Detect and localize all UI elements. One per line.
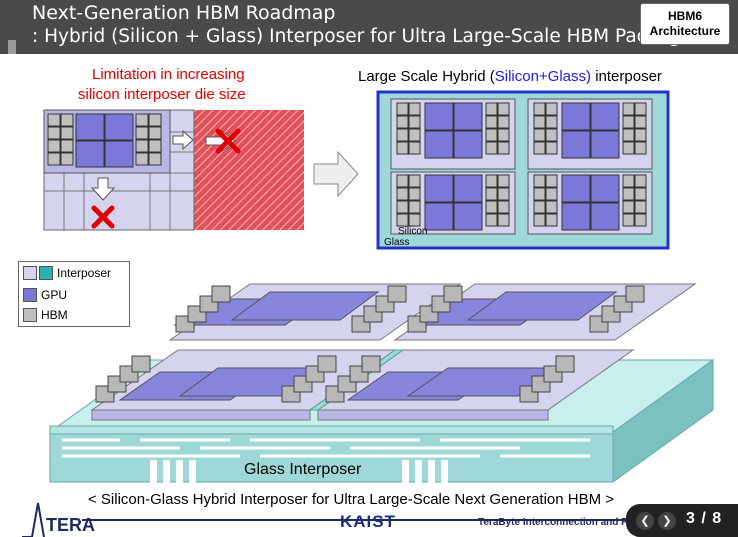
figure-caption: < Silicon-Glass Hybrid Interposer for Ul… — [88, 491, 615, 508]
title-bar: Next-Generation HBM Roadmap : Hybrid (Si… — [0, 0, 738, 54]
hybrid-caption-post: interposer — [591, 68, 662, 85]
badge-line2: Architecture — [649, 24, 721, 38]
transition-arrow — [313, 150, 359, 198]
limitation-caption-2: silicon interposer die size — [78, 86, 246, 103]
hybrid-caption-highlight: Silicon+Glass) — [494, 68, 592, 85]
legend-gpu-label: GPU — [41, 288, 68, 302]
limitation-diagram — [43, 109, 304, 231]
silicon-swatch — [23, 266, 37, 280]
glass-label: Glass — [384, 237, 410, 248]
legend-interposer-label: Interposer — [57, 266, 112, 280]
tera-logo: TERA — [22, 502, 95, 537]
tera-logo-text: TERA — [46, 515, 95, 535]
hybrid-top-view — [376, 90, 670, 250]
slide-navigation: ❮ ❯ 3 / 8 — [626, 504, 738, 537]
title-accent — [8, 40, 16, 54]
prev-slide-button[interactable]: ❮ — [636, 512, 654, 530]
glass-swatch — [39, 266, 53, 280]
slide-subtitle: : Hybrid (Silicon + Glass) Interposer fo… — [32, 26, 692, 47]
legend-hbm: HBM — [23, 308, 68, 322]
badge-line1: HBM6 — [667, 9, 702, 23]
hybrid-caption: Large Scale Hybrid (Silicon+Glass) inter… — [358, 68, 662, 85]
glass-interposer-label: Glass Interposer — [244, 461, 362, 478]
hybrid-caption-pre: Large Scale Hybrid ( — [358, 68, 495, 85]
legend: Interposer GPU HBM — [18, 261, 130, 327]
kaist-logo: KAIST — [340, 512, 396, 531]
package-3d-view — [48, 283, 715, 484]
hbm6-badge: HBM6 Architecture — [640, 3, 730, 45]
footer-divider — [82, 519, 738, 521]
next-slide-button[interactable]: ❯ — [658, 512, 676, 530]
hbm-swatch — [23, 308, 37, 322]
gpu-swatch — [23, 288, 37, 302]
legend-interposer: Interposer — [23, 266, 111, 280]
legend-hbm-label: HBM — [41, 308, 68, 322]
limitation-caption-1: Limitation in increasing — [92, 66, 245, 83]
silicon-label: Silicon — [398, 226, 428, 237]
legend-gpu: GPU — [23, 288, 67, 302]
slide-title: Next-Generation HBM Roadmap — [32, 2, 336, 24]
lab-name: TeraByte Interconnection and Package Lab… — [478, 517, 717, 528]
page-indicator: 3 / 8 — [686, 510, 723, 527]
